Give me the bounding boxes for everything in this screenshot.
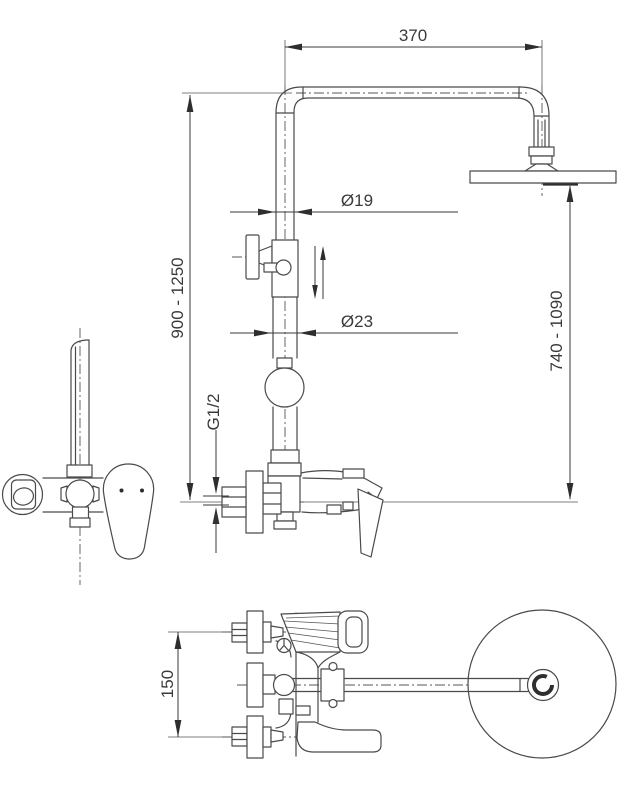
plan-view <box>168 609 617 759</box>
slide-direction-arrows <box>312 246 326 299</box>
plan-pipe-clamp <box>320 668 345 702</box>
wall-hex-front <box>221 486 247 518</box>
shower-head-front <box>469 146 617 186</box>
arrow-left-icon <box>285 43 302 51</box>
mixer-top-button <box>342 468 365 479</box>
mixer-front <box>221 468 384 558</box>
arrow-left-icon <box>299 329 316 337</box>
front-view <box>180 40 617 558</box>
arrow-down-icon <box>566 483 574 500</box>
plan-spout <box>296 721 382 753</box>
plan-riser-section <box>272 673 296 697</box>
dim-head-height: 740 - 1090 <box>547 185 574 500</box>
dimensions: 370 900 - 1250 Ø19 Ø23 <box>158 26 574 737</box>
wall-escutcheon-front <box>245 470 264 534</box>
dim-overall-height: 900 - 1250 <box>168 92 292 500</box>
lower-tube <box>264 296 305 477</box>
slider-knob <box>245 234 260 280</box>
plan-slider-knob <box>246 662 264 708</box>
arrow-right-icon <box>254 329 271 337</box>
dim-label-d23: Ø23 <box>341 312 373 331</box>
arrow-down-icon <box>186 483 194 500</box>
side-pipe-socket <box>65 479 95 509</box>
dim-label-150: 150 <box>158 670 177 698</box>
plan-arm-and-head <box>292 609 617 759</box>
arrow-up-icon <box>186 95 194 112</box>
plan-mixer-body <box>246 610 382 757</box>
dim-label-740-1090: 740 - 1090 <box>547 290 566 371</box>
mixer-lever-front <box>357 488 384 558</box>
arrow-up-icon <box>174 632 182 649</box>
arrow-up-icon <box>320 246 326 260</box>
plan-inlet-bottom <box>231 711 292 759</box>
soap-dish-ball <box>264 367 305 408</box>
dim-label-370: 370 <box>399 26 427 45</box>
side-lever-handle <box>102 463 155 560</box>
arrow-right-icon <box>525 43 542 51</box>
arrow-right-icon <box>258 208 275 216</box>
dim-riser-diameter: Ø19 <box>230 191 458 216</box>
dim-thread: G1/2 <box>203 394 229 553</box>
dim-arm-length: 370 <box>285 26 542 51</box>
arrow-down-icon <box>212 477 220 494</box>
dim-label-900-1250: 900 - 1250 <box>168 257 187 338</box>
plan-lever-grip <box>337 610 369 654</box>
dim-label-d19: Ø19 <box>341 191 373 210</box>
slider-assembly <box>245 234 299 298</box>
dim-tube-diameter: Ø23 <box>230 312 458 337</box>
plan-inlet-top <box>231 610 292 658</box>
riser-pipe <box>275 86 550 241</box>
arrow-down-icon <box>312 285 318 299</box>
arrow-down-icon <box>174 720 182 737</box>
arrow-left-icon <box>295 208 312 216</box>
side-view <box>1 328 155 585</box>
dim-label-g12: G1/2 <box>204 394 223 431</box>
arrow-up-icon <box>566 185 574 202</box>
dim-inlet-spacing: 150 <box>158 632 182 737</box>
